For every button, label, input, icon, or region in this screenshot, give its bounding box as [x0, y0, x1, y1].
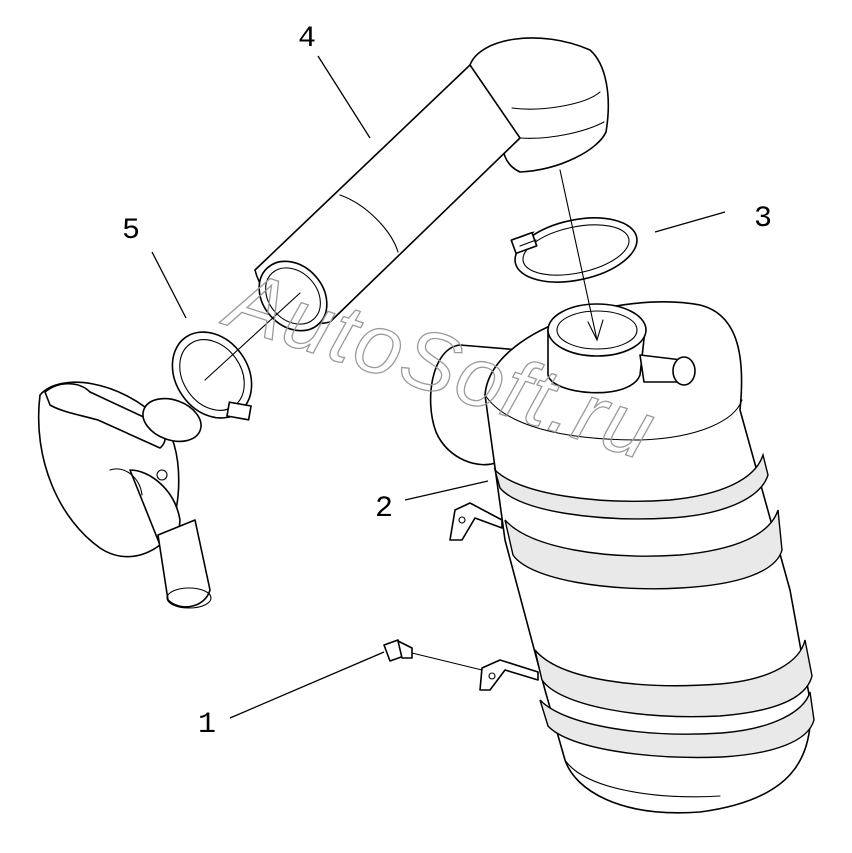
air-filter-housing-part-2 — [429, 301, 815, 814]
callout-2: 2 — [375, 480, 489, 526]
callout-number-3: 3 — [754, 202, 772, 236]
callout-4: 4 — [298, 22, 371, 139]
intake-pipe-part-4 — [254, 37, 610, 332]
hose-clamp-part-3 — [510, 217, 638, 283]
assembly-lines — [204, 169, 604, 381]
callout-3: 3 — [654, 202, 772, 236]
callout-number-1: 1 — [198, 708, 216, 742]
precleaner-assembly — [37, 381, 212, 609]
callout-number-2: 2 — [375, 492, 393, 526]
callout-1: 1 — [198, 651, 385, 742]
callout-number-5: 5 — [122, 214, 140, 248]
hose-clamp-part-5 — [171, 331, 253, 421]
callout-number-4: 4 — [298, 22, 316, 56]
callout-5: 5 — [122, 214, 187, 319]
bolt-part-1 — [383, 639, 483, 671]
